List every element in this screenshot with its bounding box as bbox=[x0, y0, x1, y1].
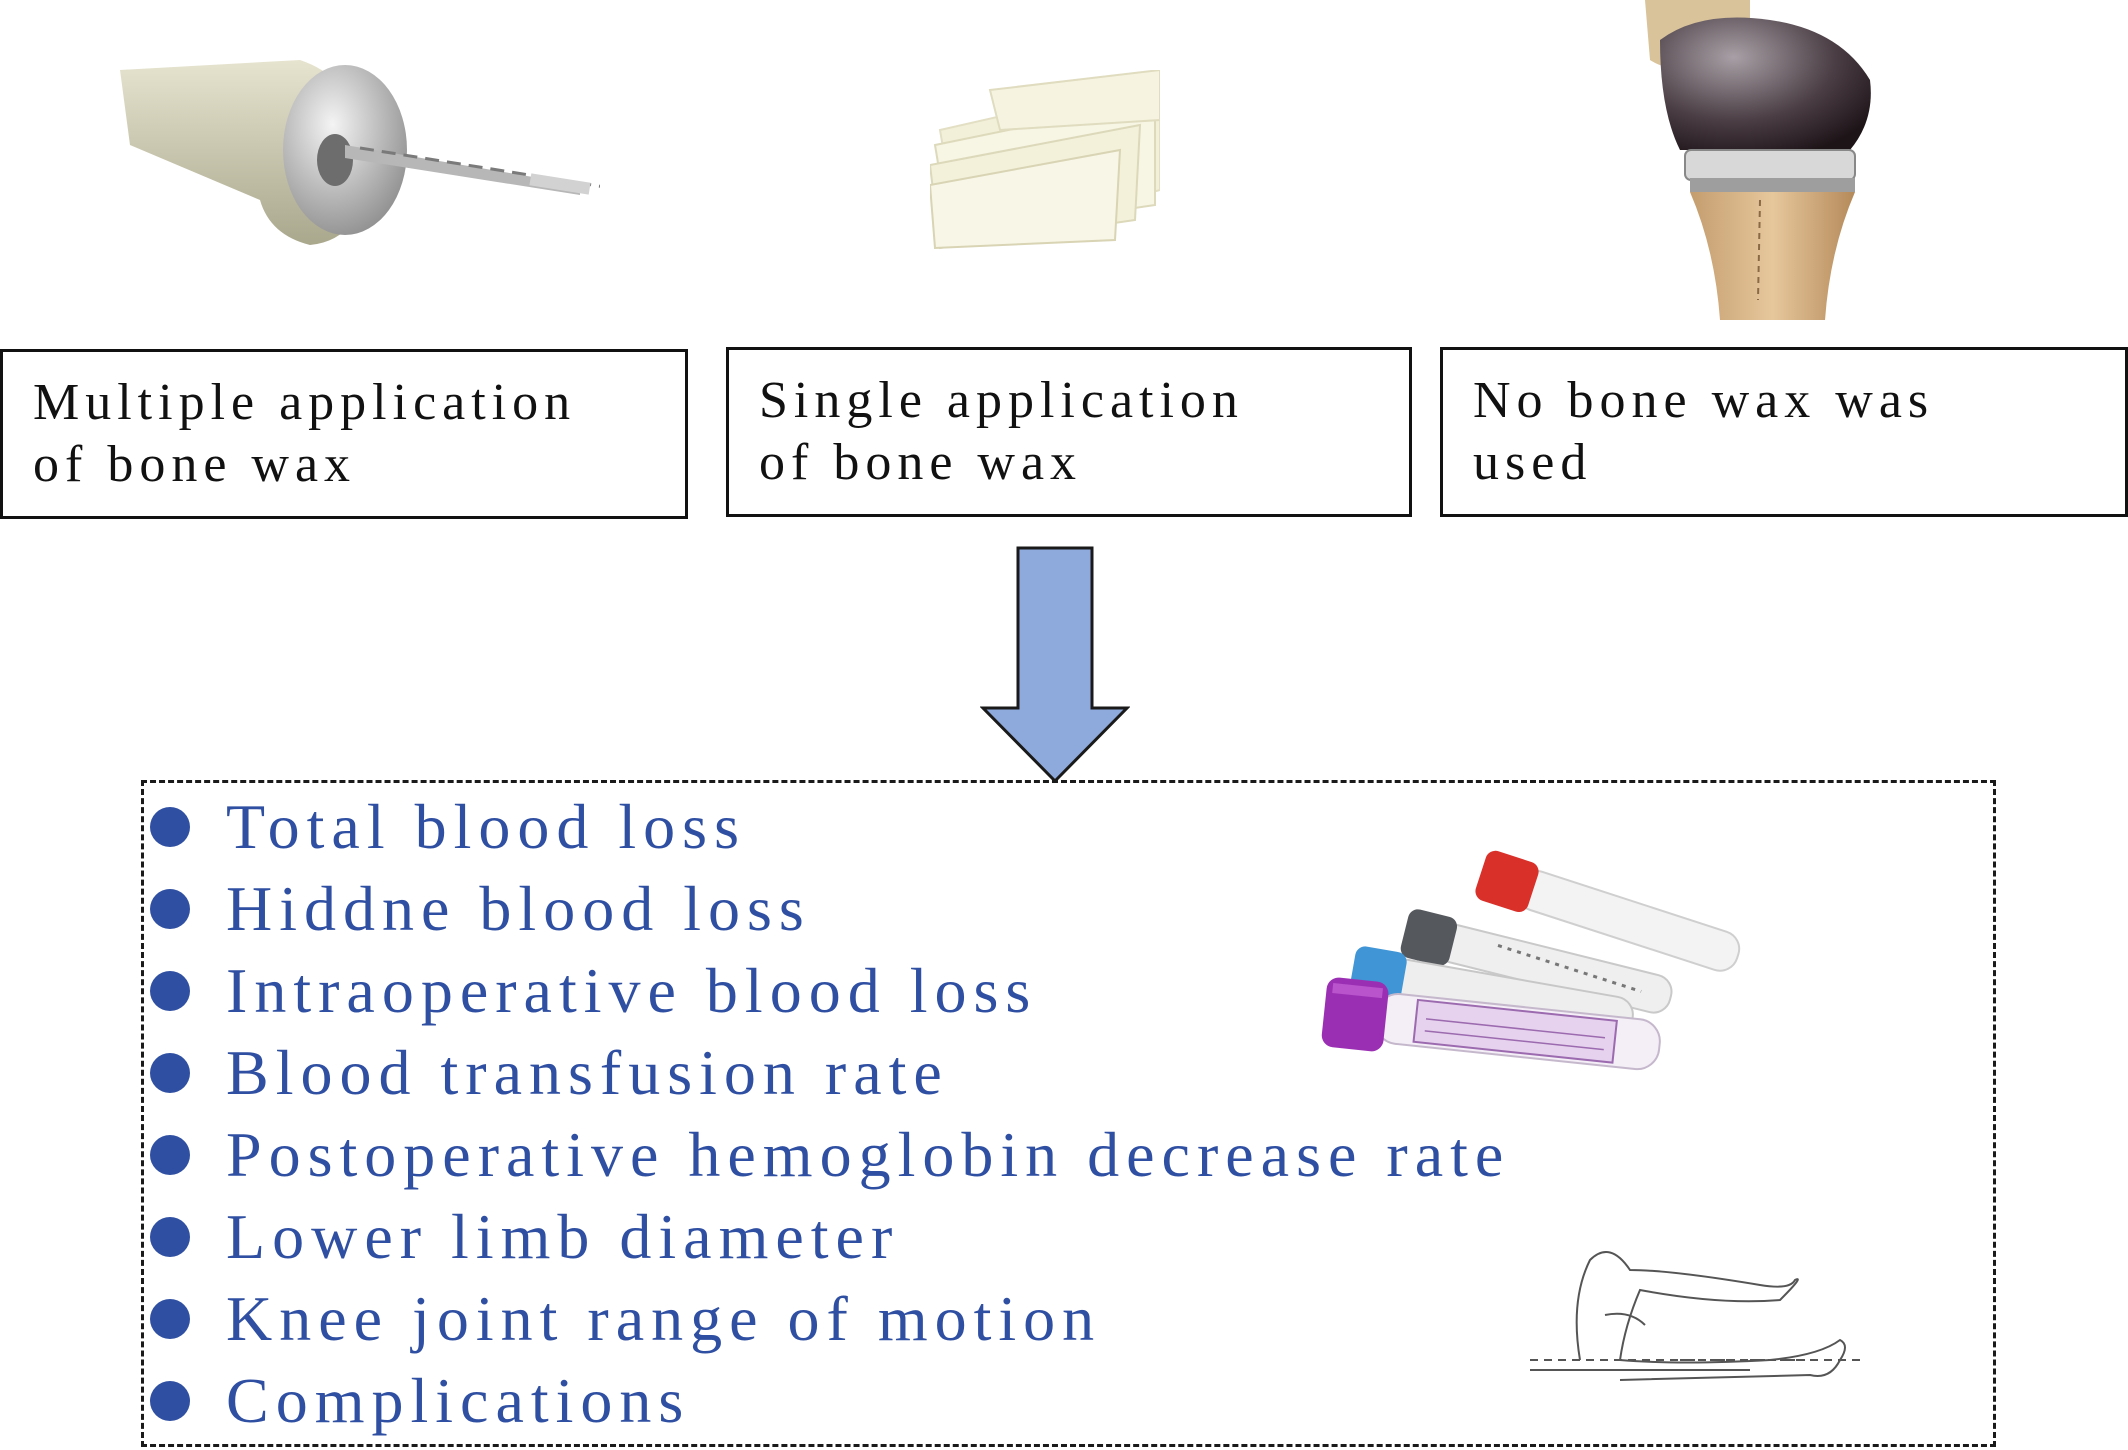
group-label-line1: No bone wax was bbox=[1473, 372, 1935, 429]
bullet-icon bbox=[150, 1053, 190, 1093]
outcome-label: Knee joint range of motion bbox=[226, 1283, 1102, 1354]
group-label-line2: used bbox=[1473, 434, 1593, 491]
outcome-item: Blood transfusion rate bbox=[150, 1032, 1510, 1114]
bullet-icon bbox=[150, 1381, 190, 1421]
outcome-label: Blood transfusion rate bbox=[226, 1037, 949, 1108]
outcome-label: Hiddne blood loss bbox=[226, 873, 811, 944]
outcome-list: Total blood loss Hiddne blood loss Intra… bbox=[150, 786, 1510, 1442]
bullet-icon bbox=[150, 889, 190, 929]
outcome-item: Complications bbox=[150, 1360, 1510, 1442]
bullet-icon bbox=[150, 807, 190, 847]
outcome-label: Complications bbox=[226, 1365, 691, 1436]
outcomes-box bbox=[141, 780, 1996, 1447]
outcome-label: Intraoperative blood loss bbox=[226, 955, 1038, 1026]
outcome-item: Total blood loss bbox=[150, 786, 1510, 868]
group-box-single: Single application of bone wax bbox=[726, 347, 1412, 517]
group-box-multiple: Multiple application of bone wax bbox=[0, 349, 688, 519]
bullet-icon bbox=[150, 1299, 190, 1339]
group-label-line2: of bone wax bbox=[759, 434, 1083, 491]
bullet-icon bbox=[150, 1217, 190, 1257]
outcome-item: Knee joint range of motion bbox=[150, 1278, 1510, 1360]
outcome-item: Hiddne blood loss bbox=[150, 868, 1510, 950]
bone-drill-icon bbox=[120, 60, 600, 245]
outcome-item: Intraoperative blood loss bbox=[150, 950, 1510, 1032]
outcome-label: Total blood loss bbox=[226, 791, 746, 862]
outcome-label: Lower limb diameter bbox=[226, 1201, 900, 1272]
outcome-label: Postoperative hemoglobin decrease rate bbox=[226, 1119, 1511, 1190]
outcome-item: Lower limb diameter bbox=[150, 1196, 1510, 1278]
outcome-item: Postoperative hemoglobin decrease rate bbox=[150, 1114, 1510, 1196]
knee-prosthesis-icon bbox=[1645, 0, 1871, 320]
group-label-line1: Single application bbox=[759, 372, 1244, 429]
blood-tubes-icon bbox=[1321, 850, 1741, 1071]
bullet-icon bbox=[150, 1135, 190, 1175]
group-box-none: No bone wax was used bbox=[1440, 347, 2128, 517]
bone-wax-sheets-icon bbox=[930, 70, 1160, 250]
group-label-line1: Multiple application bbox=[33, 374, 577, 431]
group-label-line2: of bone wax bbox=[33, 436, 357, 493]
down-arrow-icon bbox=[980, 546, 1130, 784]
bullet-icon bbox=[150, 971, 190, 1011]
leg-measure-icon bbox=[1530, 1251, 1860, 1381]
